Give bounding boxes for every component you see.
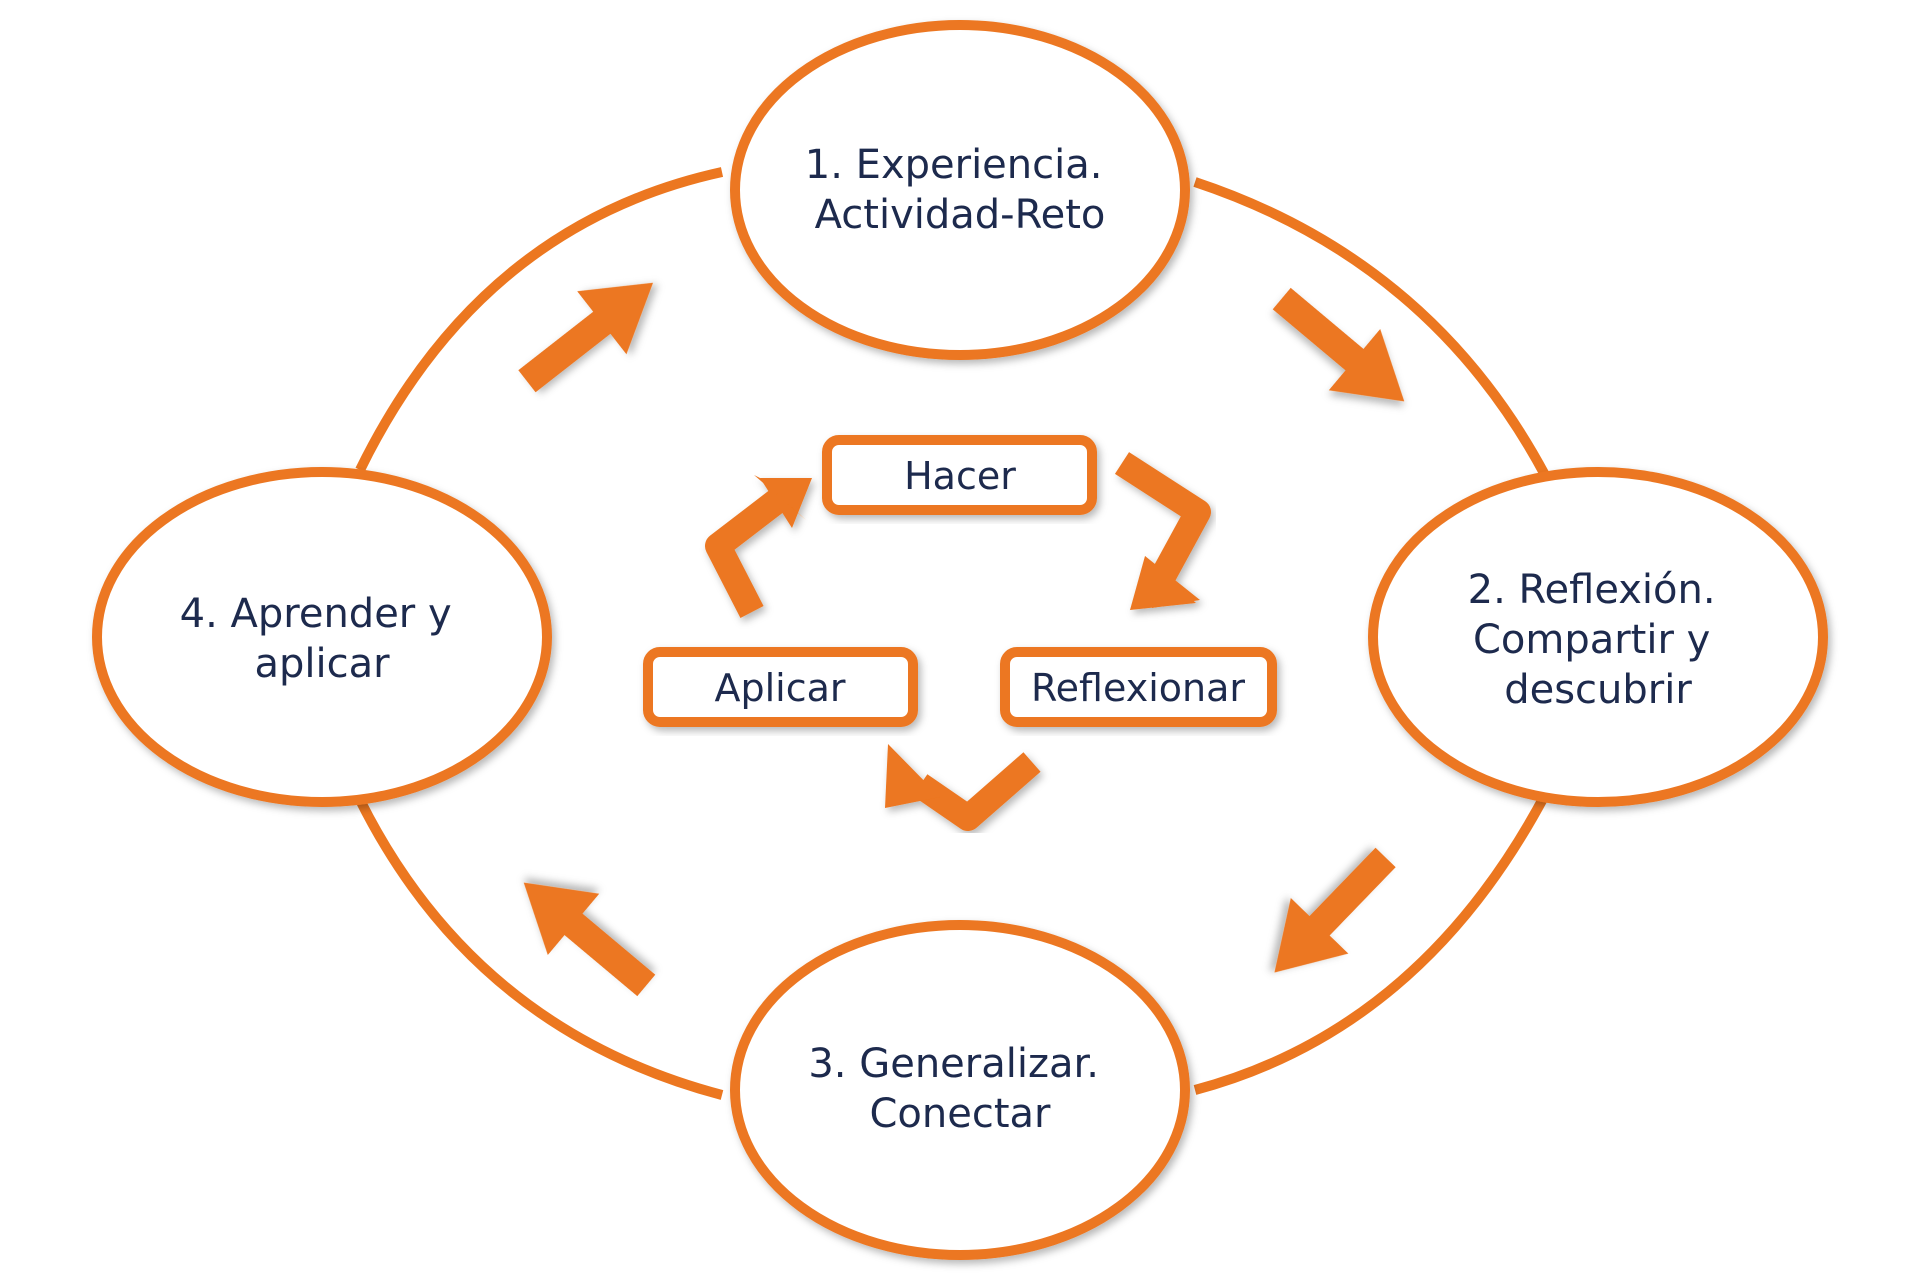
- stage-3-label-line-1: 3. Generalizar.: [808, 1041, 1099, 1087]
- stage-2-label-line-2: Compartir y: [1473, 617, 1710, 663]
- stage-3-label-line-2: Conectar: [870, 1091, 1052, 1137]
- stage-3-generalizar: 3. Generalizar. Conectar: [730, 920, 1190, 1260]
- svg-text:3. Generalizar. Conectar: 3. Generalizar. Conectar: [808, 1041, 1111, 1137]
- stage-2-label-line-1: 2. Reflexión.: [1468, 567, 1716, 613]
- stage-1-experiencia: 1. Experiencia. Actividad-Reto: [730, 20, 1190, 360]
- inner-arrow-hacer-to-reflexionar: [1114, 452, 1211, 610]
- inner-label-hacer: Hacer: [904, 454, 1016, 498]
- inner-box-reflexionar: Reflexionar: [1000, 647, 1277, 727]
- arrow-stage3-to-stage4: [523, 882, 656, 997]
- inner-label-aplicar: Aplicar: [714, 666, 845, 710]
- arrow-stage2-to-stage3: [1274, 847, 1396, 973]
- connector-arc-top-left: [355, 167, 724, 473]
- connector-arc-top-right: [1193, 177, 1550, 478]
- svg-text:4. Aprender y aplicar: 4. Aprender y aplicar: [180, 591, 465, 687]
- stage-1-label-line-2: Actividad-Reto: [815, 192, 1106, 238]
- connector-arc-bottom-left: [355, 797, 724, 1100]
- connector-arc-bottom-right: [1193, 792, 1550, 1095]
- inner-box-hacer: Hacer: [822, 435, 1097, 515]
- stage-4-label-line-2: aplicar: [254, 641, 390, 687]
- inner-label-reflexionar: Reflexionar: [1031, 666, 1245, 710]
- arrow-stage4-to-stage1: [518, 282, 654, 393]
- stage-2-label-line-3: descubrir: [1504, 667, 1692, 713]
- svg-text:1. Experiencia. Activida: 1. Experiencia. Actividad-Reto: [805, 142, 1115, 238]
- stage-4-aprender: 4. Aprender y aplicar: [92, 467, 552, 807]
- inner-arrow-reflexionar-to-aplicar: [885, 744, 1041, 831]
- inner-arrow-aplicar-to-hacer: [705, 475, 812, 618]
- stage-2-reflexion: 2. Reflexión. Compartir y descubrir: [1368, 467, 1828, 807]
- inner-box-aplicar: Aplicar: [643, 647, 918, 727]
- svg-text:2. Reflexión. Compartir: 2. Reflexión. Compartir y descubrir: [1468, 567, 1729, 713]
- stage-4-label-line-1: 4. Aprender y: [180, 591, 452, 637]
- stage-1-label-line-1: 1. Experiencia.: [805, 142, 1103, 188]
- arrow-stage1-to-stage2: [1272, 287, 1405, 402]
